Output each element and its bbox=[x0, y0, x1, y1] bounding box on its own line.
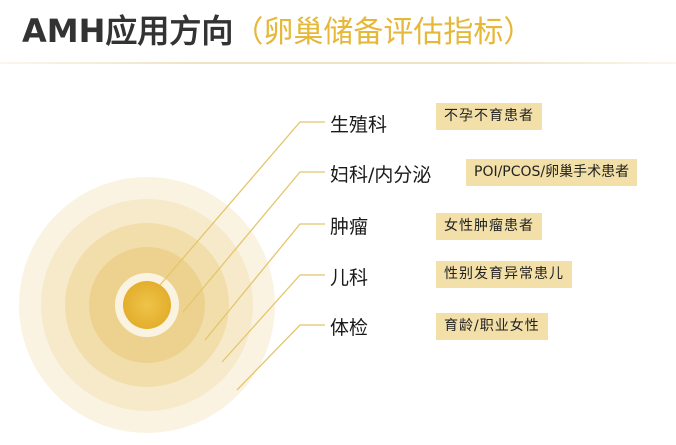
title-main: AMH应用方向 bbox=[22, 12, 234, 50]
category-pediatrics: 儿科 bbox=[330, 267, 369, 289]
ring-core bbox=[123, 281, 171, 329]
category-checkup: 体检 bbox=[330, 317, 369, 339]
tag-pediatrics: 性别发育异常患儿 bbox=[436, 261, 572, 288]
title-subtitle: （卵巢储备评估指标） bbox=[233, 15, 534, 50]
leader-line-2 bbox=[182, 171, 325, 313]
category-oncology: 肿瘤 bbox=[330, 216, 369, 238]
title-divider bbox=[0, 62, 676, 64]
category-gynecology: 妇科/内分泌 bbox=[330, 164, 432, 186]
tag-gynecology: POI/PCOS/卵巢手术患者 bbox=[466, 159, 638, 186]
leader-line-5 bbox=[236, 324, 325, 391]
tag-reproductive: 不孕不育患者 bbox=[436, 103, 542, 130]
tag-checkup: 育龄/职业女性 bbox=[436, 313, 548, 340]
page-title: AMH应用方向（卵巢储备评估指标） bbox=[22, 6, 533, 52]
leader-line-1 bbox=[159, 121, 325, 286]
category-reproductive: 生殖科 bbox=[330, 114, 388, 136]
leader-line-3 bbox=[204, 223, 325, 341]
tag-oncology: 女性肿瘤患者 bbox=[436, 213, 542, 240]
leader-line-4 bbox=[221, 274, 325, 363]
